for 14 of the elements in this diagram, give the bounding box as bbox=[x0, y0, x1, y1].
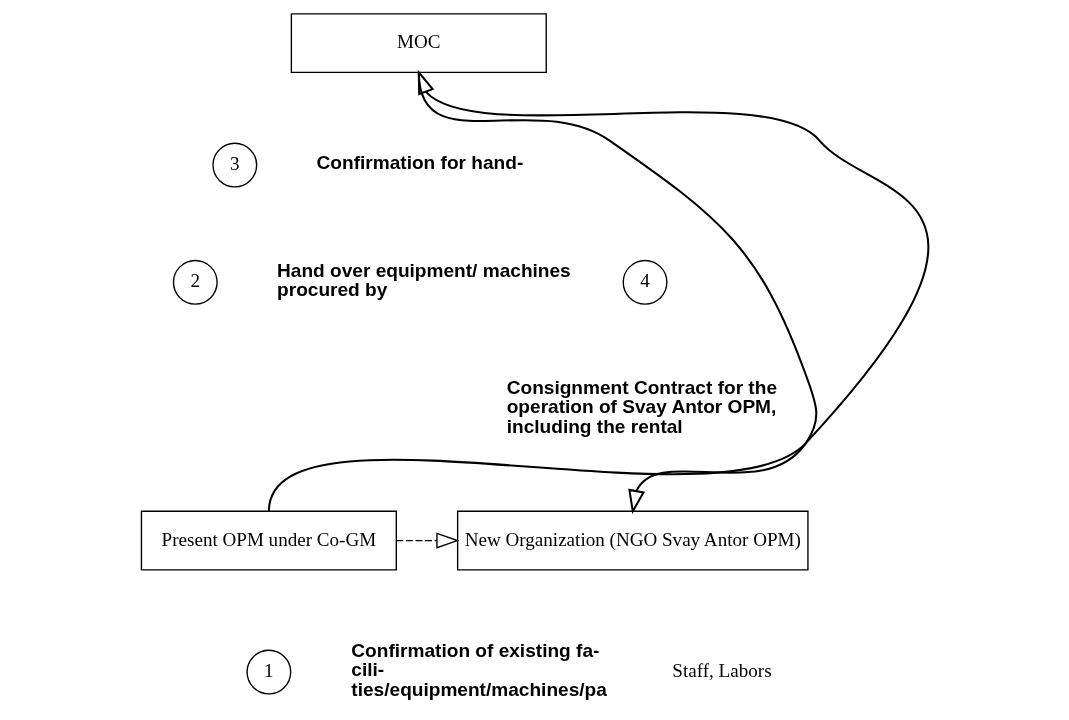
label: Confirmation of existing fa- cili- ties/equipment/machines/pa bbox=[350, 640, 607, 700]
label: Staff, Labors bbox=[671, 660, 772, 682]
node-box: MOC bbox=[290, 13, 547, 74]
label: Confirmation for hand- bbox=[316, 151, 523, 173]
label: Consignment Contract for the operation of Svay Antor OPM, including the rental bbox=[506, 377, 777, 437]
node-box: New Organization (NGO Svay Antor OPM) bbox=[456, 510, 809, 571]
arrow bbox=[267, 69, 928, 512]
node-circle: 4 bbox=[622, 259, 668, 305]
node-circle: 2 bbox=[172, 259, 218, 305]
node-box: Present OPM under Co-GM bbox=[140, 510, 397, 571]
node-circle: 1 bbox=[245, 649, 291, 695]
node-circle: 3 bbox=[211, 142, 257, 188]
arrow bbox=[395, 532, 459, 549]
label: Hand over equipment/ machines procured by bbox=[276, 260, 571, 301]
